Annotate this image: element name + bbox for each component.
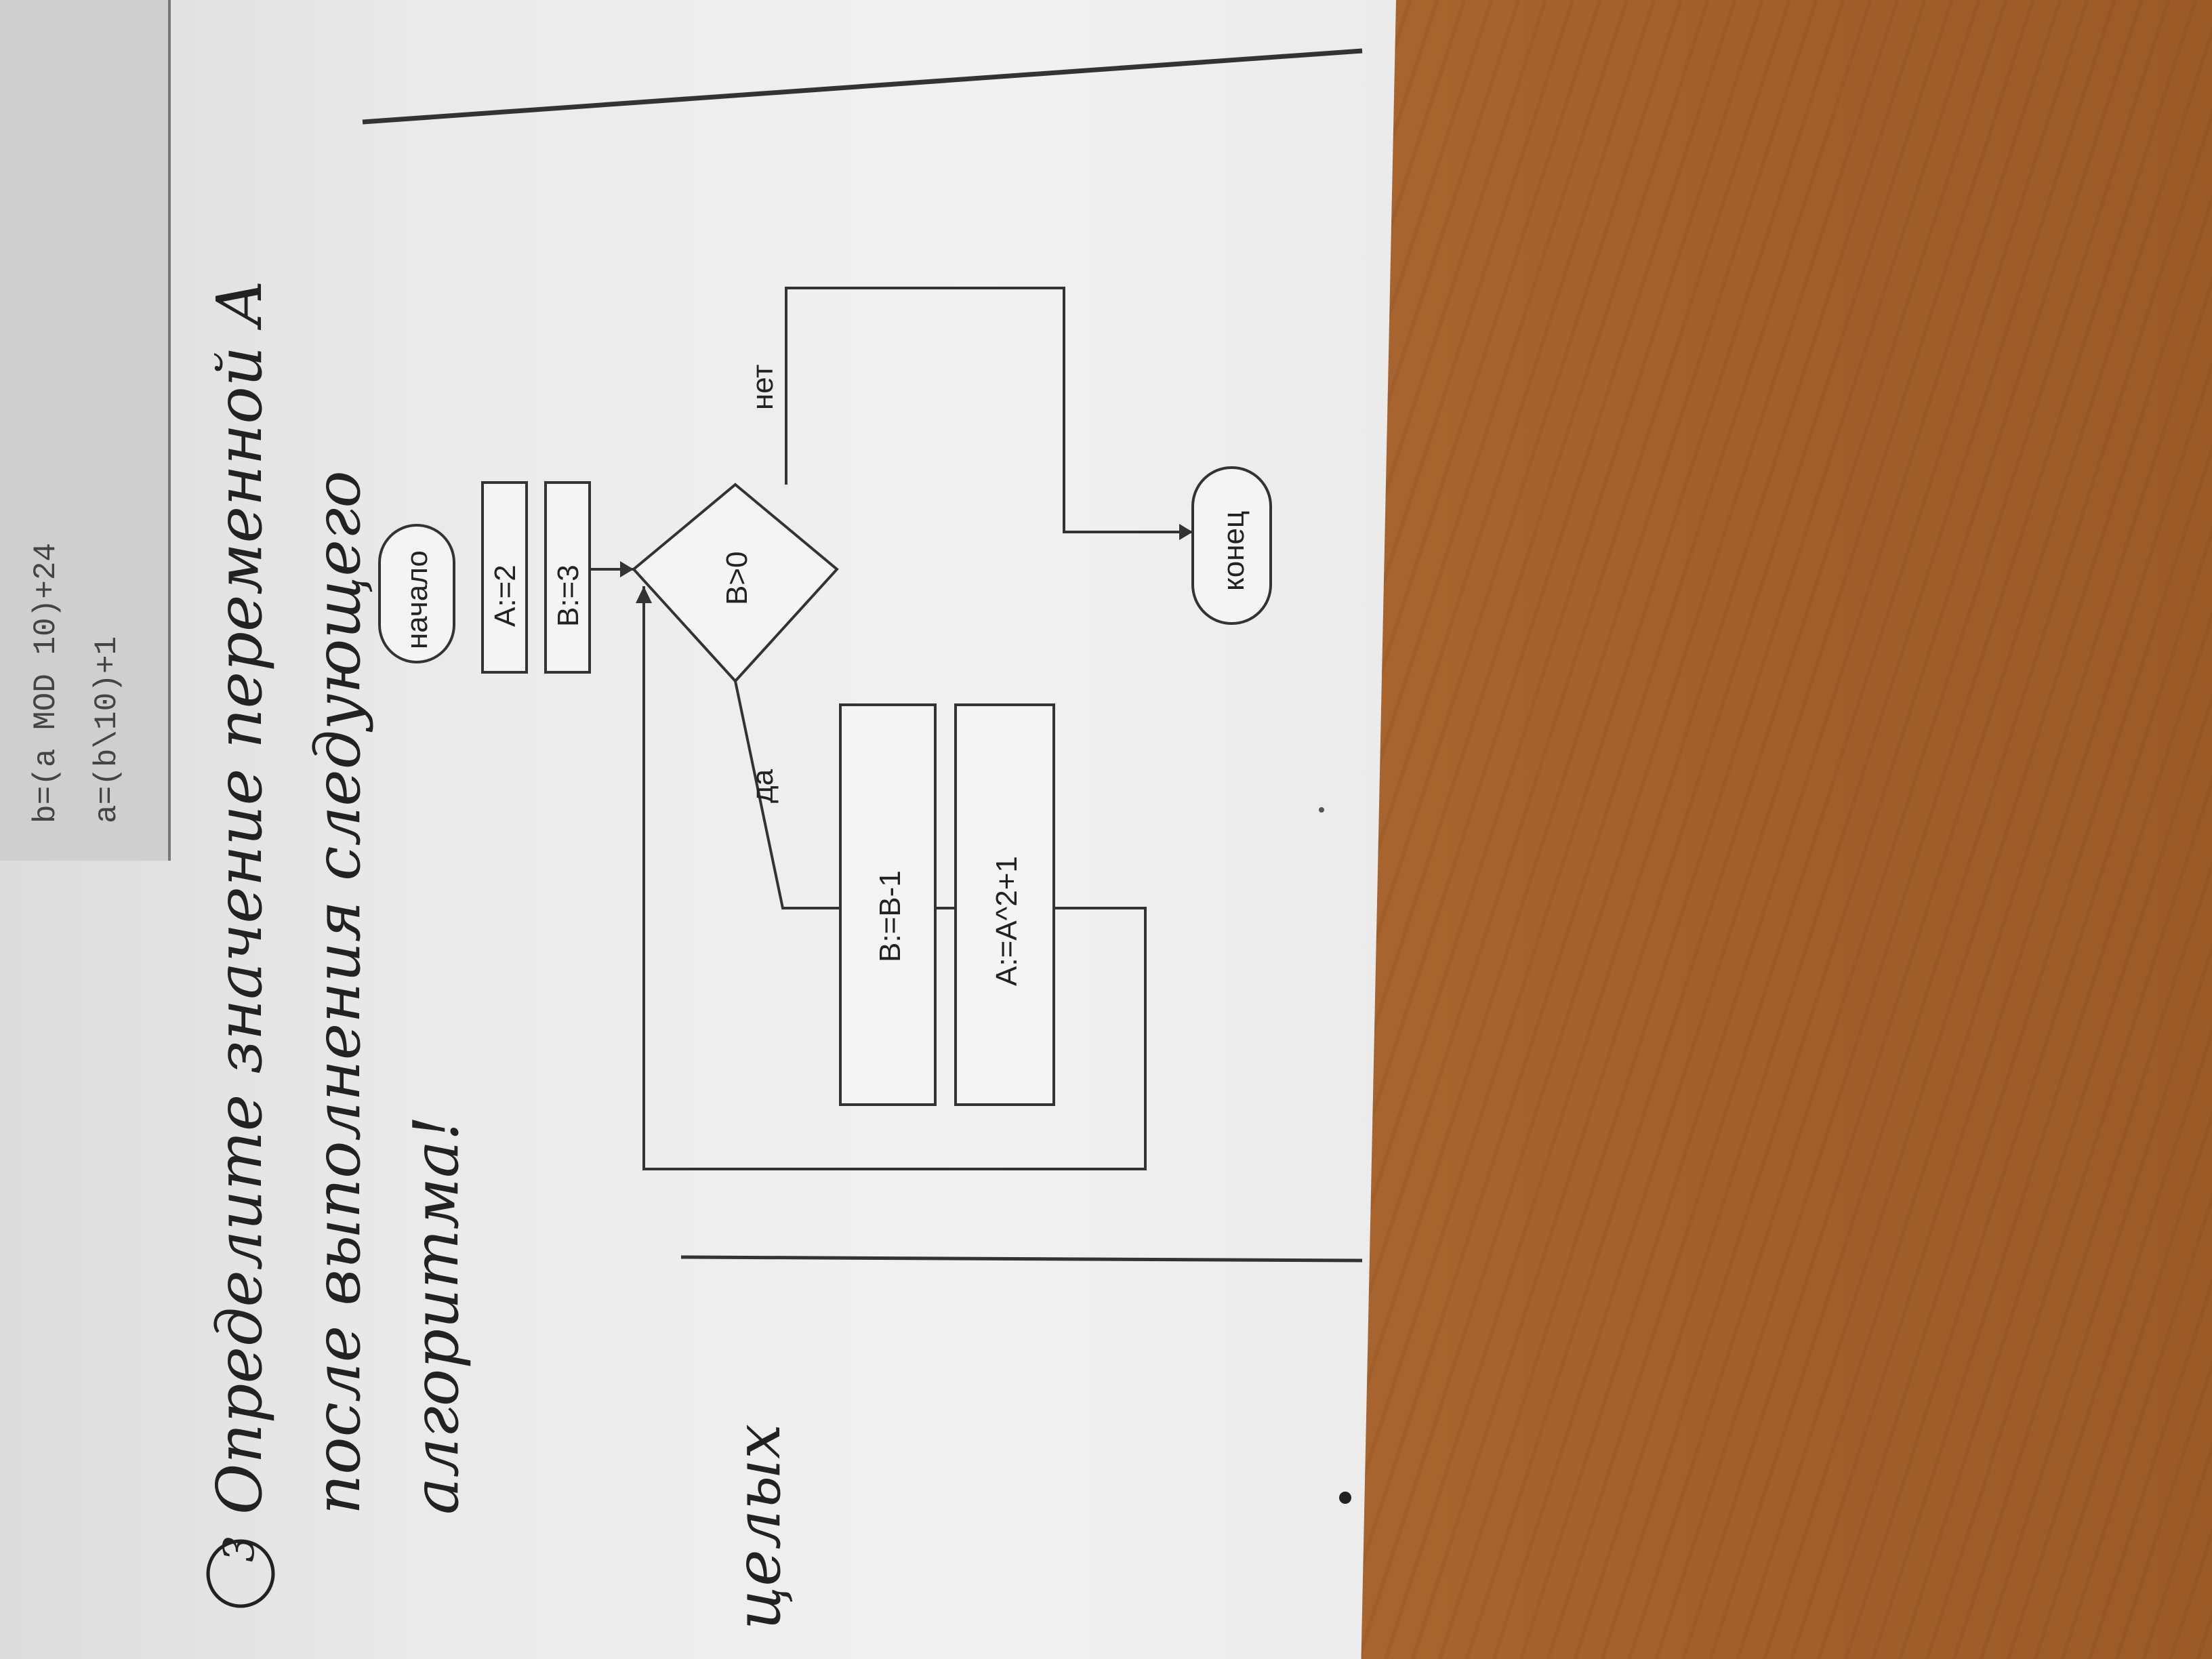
loop-step-b-label: B:=B-1: [874, 870, 907, 962]
no-label: нет: [746, 365, 779, 410]
code-line-2: a=(b\10)+1: [89, 636, 125, 823]
divider-line-bottom: [680, 1255, 1363, 1263]
start-terminal: [378, 524, 455, 663]
task-text-line-1: Определите значение переменной А: [203, 279, 276, 1515]
end-label: конец: [1217, 511, 1250, 591]
flowchart: [378, 287, 1272, 1170]
worksheet-paper: [0, 0, 1396, 1659]
task-text-line-3: алгоритма!: [400, 1115, 472, 1515]
side-note: целых: [722, 1424, 794, 1630]
arrow-entry: [620, 561, 634, 577]
arrow-loop-back: [636, 586, 652, 603]
code-box: [0, 0, 169, 861]
assign-b-box: [544, 481, 591, 674]
loop-step-b-box: [839, 703, 937, 1106]
flow-line-no: [785, 287, 1193, 533]
task-number: 3: [214, 1536, 264, 1562]
loop-step-a-box: [954, 703, 1055, 1106]
arrow-to-end: [1179, 524, 1193, 540]
flow-line-yes: [734, 680, 840, 909]
flow-line-loop-back: [642, 586, 1147, 1170]
divider-line-top: [362, 48, 1363, 125]
task-text-line-2: после выполнения следующего: [302, 470, 374, 1515]
assign-a-box: [481, 481, 528, 674]
start-label: начало: [401, 550, 434, 649]
yes-label: да: [746, 769, 779, 803]
loop-step-a-label: A:=A^2+1: [990, 856, 1023, 986]
end-terminal: [1191, 466, 1272, 625]
assign-a-label: A:=2: [489, 565, 522, 627]
condition-label: B>0: [720, 551, 754, 605]
code-line-1: b=(a MOD 10)+24: [28, 543, 64, 823]
paper-speck: [1319, 807, 1324, 813]
assign-b-label: B:=3: [552, 565, 585, 627]
task-number-circle: [206, 1539, 275, 1608]
paper-speck: [1339, 1492, 1351, 1504]
